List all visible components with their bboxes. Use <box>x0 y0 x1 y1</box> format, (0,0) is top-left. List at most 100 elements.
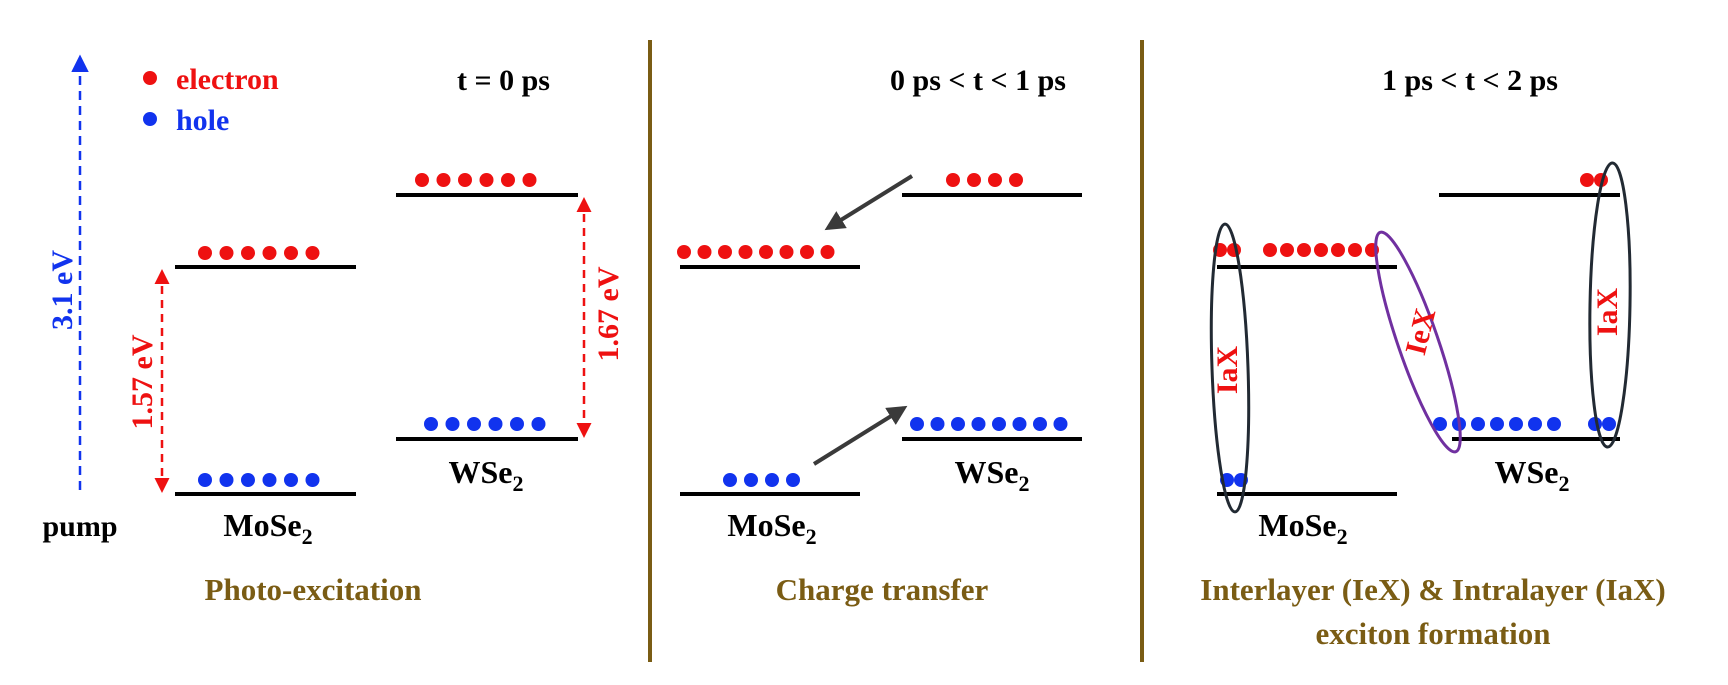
electron-dot <box>1009 173 1023 187</box>
hole-dot <box>424 417 438 431</box>
wse2-holes <box>424 417 546 431</box>
p2-wse2-holes <box>910 417 1068 431</box>
electron-dot <box>262 246 277 260</box>
mose2-gap-label: 1.57 eV <box>126 334 159 429</box>
electron-dot <box>1348 243 1362 257</box>
hole-dot <box>510 417 524 431</box>
electron-dot <box>759 245 773 259</box>
electron-dot <box>415 173 429 187</box>
hole-dot <box>467 417 481 431</box>
p2-wse2-electrons <box>946 173 1023 187</box>
electron-dot <box>1314 243 1328 257</box>
electron-dot <box>1331 243 1345 257</box>
panel1-caption: Photo-excitation <box>205 572 422 607</box>
panel-photo-excitation: electron hole t = 0 ps 3.1 eV pump 1.57 … <box>42 54 625 607</box>
hole-dot <box>305 473 320 487</box>
panel2-wse2-label: WSe2 <box>955 454 1030 496</box>
panel3-time: 1 ps < t < 2 ps <box>1382 64 1558 97</box>
hole-transfer-arrow <box>812 405 908 466</box>
hole-dot <box>241 473 255 487</box>
legend-electron-label: electron <box>176 63 279 96</box>
electron-dot <box>677 245 691 259</box>
wse2-electrons <box>415 173 537 187</box>
hole-dot <box>992 417 1006 431</box>
hole-dot <box>198 473 212 487</box>
iax-right-ellipse <box>1588 161 1632 449</box>
hole-dot <box>786 473 800 487</box>
panel2-mose2-label: MoSe2 <box>727 507 816 549</box>
electron-dot <box>718 245 732 259</box>
electron-dot <box>946 173 960 187</box>
electron-dot <box>522 173 537 187</box>
hole-dot <box>1602 417 1616 431</box>
hole-dot <box>262 473 277 487</box>
hole-dot <box>1490 417 1504 431</box>
hole-dot <box>1053 417 1068 431</box>
electron-dot <box>1280 243 1294 257</box>
panel1-mose2-label: MoSe2 <box>223 507 312 549</box>
iex-ellipse <box>1374 230 1462 454</box>
hole-dot <box>910 417 924 431</box>
panel-charge-transfer: 0 ps < t < 1 ps MoSe2 WSe2 Charge transf… <box>677 64 1082 607</box>
iex-label: IeX <box>1399 305 1442 359</box>
electron-dot <box>988 173 1002 187</box>
panel3-caption-line2: exciton formation <box>1315 616 1550 651</box>
mose2-holes <box>198 473 320 487</box>
electron-dot <box>697 245 712 259</box>
hole-dot <box>1528 417 1542 431</box>
electron-dot <box>779 245 794 259</box>
electron-dot <box>820 245 835 259</box>
electron-dot <box>479 173 494 187</box>
legend-hole-marker <box>143 112 157 126</box>
electron-dot <box>219 246 234 260</box>
panel3-wse2-label: WSe2 <box>1495 454 1570 496</box>
wse2-gap-label: 1.67 eV <box>592 266 625 361</box>
panel3-mose2-label: MoSe2 <box>1258 507 1347 549</box>
hole-dot <box>1547 417 1561 431</box>
iax-right-label: IaX <box>1591 287 1624 336</box>
panel1-wse2-label: WSe2 <box>449 454 524 496</box>
iax-left-ellipse <box>1209 222 1251 514</box>
hole-dot <box>744 473 758 487</box>
electron-dot <box>305 246 320 260</box>
p3-wse2-holes-left <box>1433 417 1561 431</box>
panel-exciton-formation: 1 ps < t < 2 ps IaX IeX IaX MoSe2 WSe2 I… <box>1200 64 1665 651</box>
electron-dot <box>284 246 298 260</box>
electron-dot <box>198 246 212 260</box>
electron-dot <box>1263 243 1277 257</box>
hole-dot <box>765 473 779 487</box>
hole-dot <box>930 417 945 431</box>
p3-mose2-electrons-right <box>1263 243 1379 257</box>
hole-dot <box>1433 417 1447 431</box>
electron-dot <box>241 246 255 260</box>
hole-dot <box>1033 417 1047 431</box>
panel3-caption-line1: Interlayer (IeX) & Intralayer (IaX) <box>1200 572 1665 607</box>
hole-dot <box>445 417 460 431</box>
hole-dot <box>284 473 298 487</box>
hole-dot <box>1471 417 1485 431</box>
hole-dot <box>1012 417 1027 431</box>
legend-hole-label: hole <box>176 104 229 137</box>
hole-dot <box>531 417 546 431</box>
hole-dot <box>971 417 986 431</box>
electron-dot <box>501 173 515 187</box>
hole-dot <box>951 417 965 431</box>
electron-dot <box>1297 243 1311 257</box>
electron-dot <box>800 245 814 259</box>
mose2-electrons <box>198 246 320 260</box>
electron-dot <box>738 245 753 259</box>
panel1-time: t = 0 ps <box>457 64 550 97</box>
panel2-time: 0 ps < t < 1 ps <box>890 64 1066 97</box>
hole-dot <box>488 417 503 431</box>
hole-dot <box>1509 417 1523 431</box>
electron-dot <box>458 173 472 187</box>
electron-dot <box>1580 173 1594 187</box>
electron-transfer-arrow <box>824 174 914 231</box>
legend-electron-marker <box>143 71 157 85</box>
hole-dot <box>219 473 234 487</box>
p2-mose2-electrons <box>677 245 835 259</box>
p2-mose2-holes <box>723 473 800 487</box>
electron-dot <box>436 173 451 187</box>
p3-wse2-holes-right <box>1588 417 1616 431</box>
